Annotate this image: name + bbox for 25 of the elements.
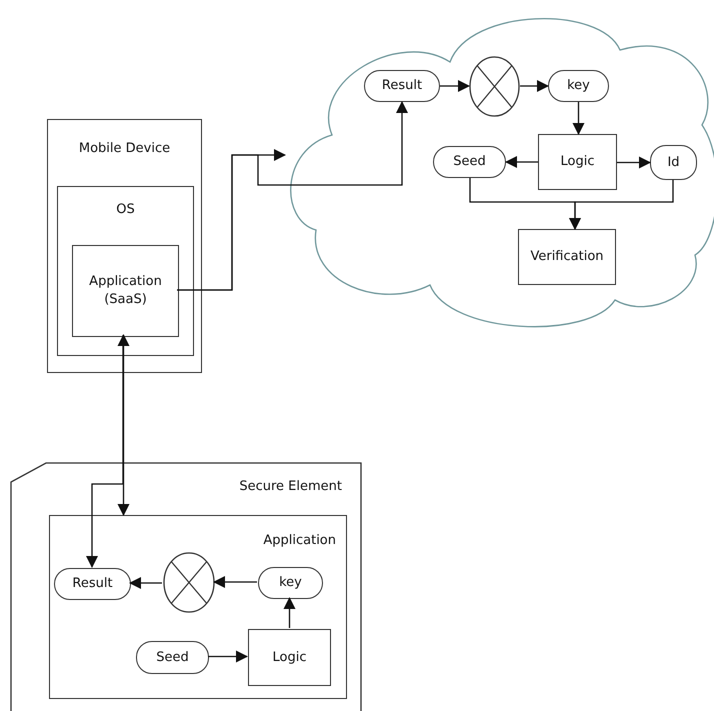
arrow — [86, 335, 124, 568]
secure-element-card — [10, 462, 362, 711]
node-label: Secure Element — [239, 478, 342, 496]
node-label: Seed — [155, 648, 190, 666]
arrow — [208, 650, 248, 662]
arrow — [284, 597, 296, 628]
node-label: key — [278, 574, 303, 592]
node-label: Logic — [272, 648, 308, 666]
arrow — [129, 577, 162, 589]
node-label: OS — [116, 201, 135, 219]
application-box — [49, 515, 347, 699]
application-box — [72, 245, 179, 337]
device-box — [47, 119, 202, 373]
seed-pill — [136, 641, 209, 674]
arrow — [118, 334, 130, 516]
key-pill — [258, 567, 323, 599]
logic-box — [248, 629, 331, 686]
node-label: Mobile Device — [78, 140, 170, 158]
node-label: Application — [263, 532, 336, 550]
result-pill — [54, 568, 131, 600]
os-box — [57, 186, 194, 356]
xor-circle — [163, 552, 215, 613]
node-label: Result — [71, 575, 114, 593]
arrow — [213, 576, 257, 588]
node-label: Application (SaaS) — [88, 273, 163, 309]
